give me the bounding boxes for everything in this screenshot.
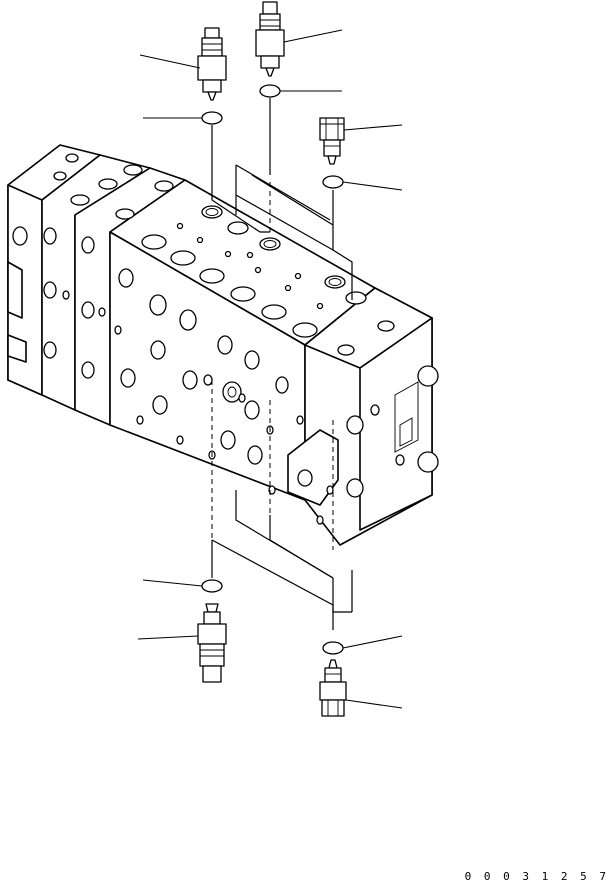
drawing-number: 0 0 0 3 1 2 5 7 — [464, 870, 609, 883]
plug-valve-bottom-right — [320, 660, 346, 716]
control-valve-body — [8, 145, 438, 545]
plug-valve-top-right — [320, 118, 344, 164]
o-ring-bottom-1 — [202, 580, 222, 592]
end-cap-bolt-3 — [347, 416, 363, 434]
assembly-center-lines — [212, 98, 352, 630]
o-ring-bottom-2 — [323, 642, 343, 654]
leader-1 — [140, 55, 200, 68]
o-ring-top-3 — [323, 176, 343, 188]
end-cap-bolt-2 — [418, 452, 438, 472]
end-cap-bolt-1 — [418, 366, 438, 386]
end-cap-bolt-4 — [347, 479, 363, 497]
leader-5 — [344, 125, 402, 130]
leader-2 — [284, 30, 342, 42]
leader-8 — [138, 636, 198, 639]
leader-lines — [138, 30, 402, 708]
o-ring-top-1 — [202, 112, 222, 124]
leader-7 — [143, 580, 202, 586]
leader-6 — [343, 182, 402, 190]
o-ring-top-2 — [260, 85, 280, 97]
top-face-ports — [54, 154, 394, 355]
relief-valve-top-right — [256, 2, 284, 76]
relief-valve-bottom-left — [198, 604, 226, 682]
relief-valve-top-left — [198, 28, 226, 100]
front-face-holes — [13, 227, 404, 524]
leader-9 — [343, 636, 402, 648]
leader-10 — [346, 700, 402, 708]
